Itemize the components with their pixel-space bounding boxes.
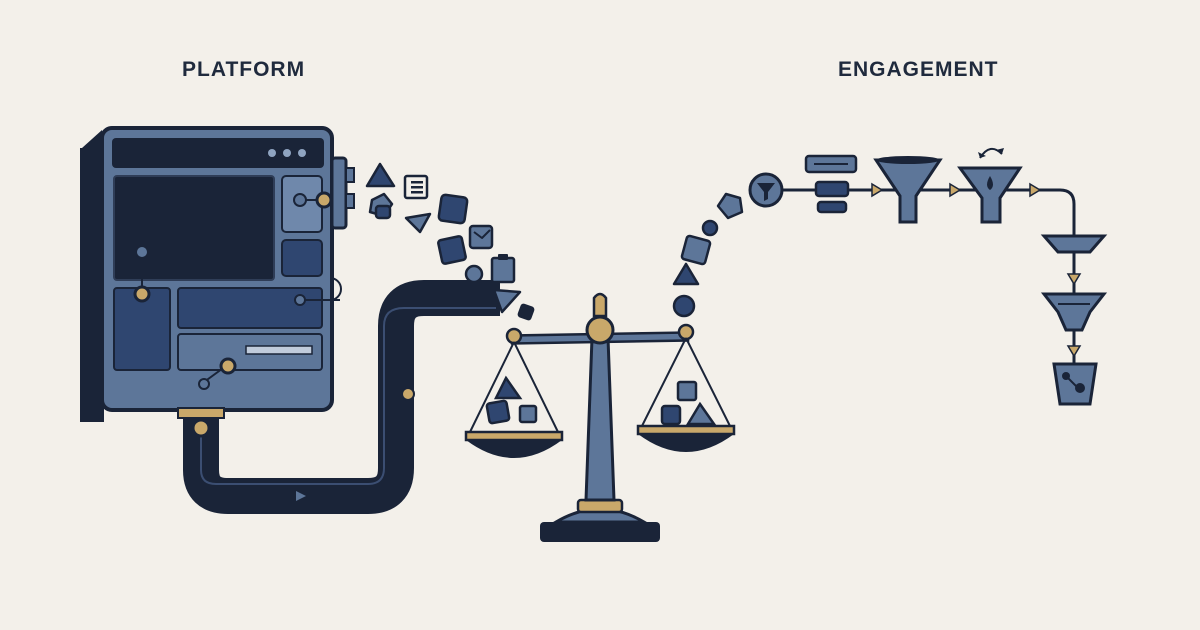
left-pan xyxy=(464,341,564,458)
flow-arrow-icon xyxy=(296,491,306,501)
feedback-pipe xyxy=(183,280,500,514)
engagement-pipeline xyxy=(748,147,1108,406)
flow-arrow-icon xyxy=(1029,182,1042,198)
window-dot-icon xyxy=(298,149,306,157)
funnel-stage-icon xyxy=(1040,292,1108,332)
pipe-valve-dot xyxy=(191,418,211,438)
window-dot-icon xyxy=(268,149,276,157)
pipe-joint-dot xyxy=(401,387,415,401)
window-dot-icon xyxy=(283,149,291,157)
platform-device xyxy=(80,126,355,438)
main-screen-panel xyxy=(113,175,275,281)
device-titlebar xyxy=(112,138,324,168)
drop-icon xyxy=(987,176,993,190)
balance-scale xyxy=(464,292,736,542)
flow-arrow-icon xyxy=(871,182,884,198)
right-pan xyxy=(636,337,736,452)
triangle-token-icon xyxy=(365,162,396,188)
clipboard-token-icon xyxy=(490,256,516,284)
data-tokens-left xyxy=(365,162,535,321)
flow-arrow-icon xyxy=(949,182,962,198)
funnel-icon xyxy=(957,166,1023,224)
engagement-label: ENGAGEMENT xyxy=(838,58,999,81)
funnel-stage-icon xyxy=(1040,234,1108,254)
platform-label: PLATFORM xyxy=(182,58,306,81)
data-tokens-right xyxy=(672,192,744,318)
